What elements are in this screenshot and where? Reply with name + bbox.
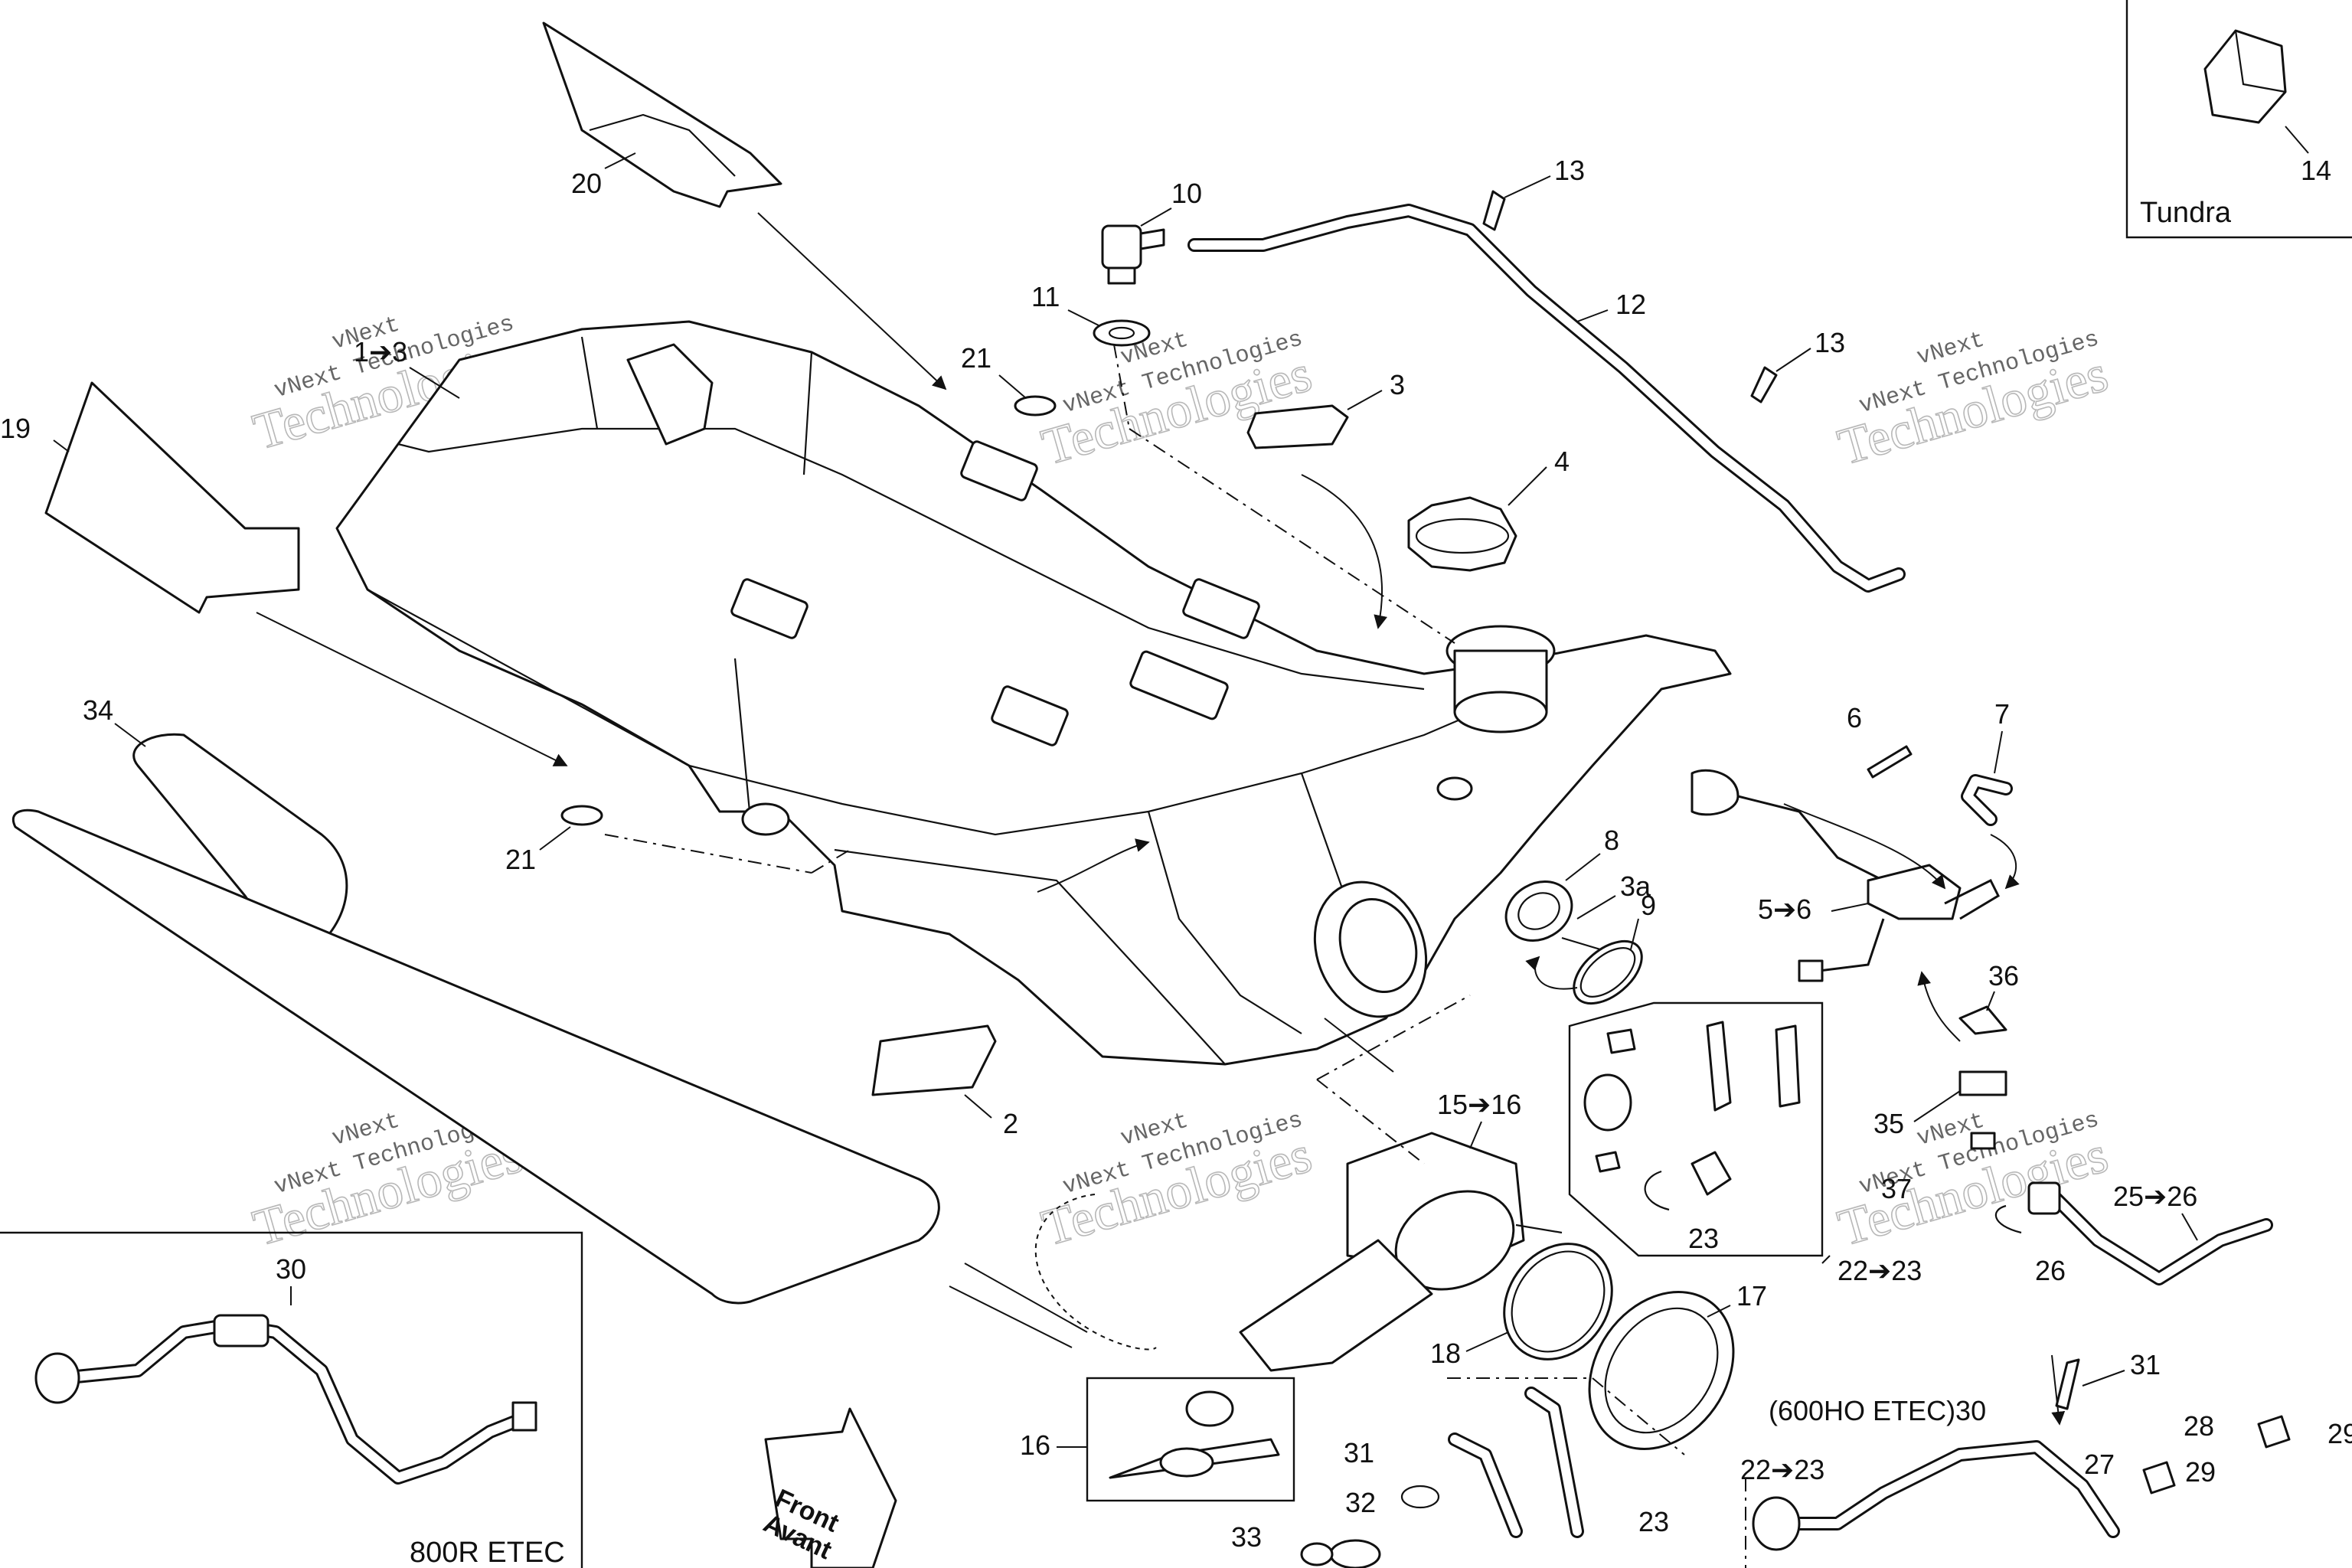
- part-4-fuel-cap: [1407, 496, 1517, 572]
- part-34-pads: [12, 733, 940, 1305]
- callout-30-800r: 30: [276, 1253, 306, 1285]
- front-direction-arrow: Front Avant: [759, 1407, 897, 1568]
- parts-31-33: [1300, 1485, 1440, 1568]
- callout-22-23-bottom: 22➔23: [1740, 1454, 1824, 1485]
- callout-37: 37: [1881, 1173, 1912, 1204]
- fuel-tank: [335, 320, 1732, 1066]
- part-37-plug: [1970, 1132, 1996, 1150]
- part-20-shield: [542, 21, 782, 208]
- part-36-clip: [1958, 1005, 2007, 1035]
- callout-22-23-right: 22➔23: [1838, 1255, 1922, 1286]
- callout-13-right: 13: [1815, 327, 1845, 358]
- callout-18: 18: [1430, 1338, 1461, 1369]
- callout-25-26: 25➔26: [2113, 1181, 2197, 1212]
- callout-36: 36: [1988, 960, 2019, 991]
- callout-23-bottom: 23: [1638, 1506, 1669, 1537]
- callout-3a: 3a: [1620, 871, 1651, 902]
- callout-10: 10: [1171, 178, 1202, 209]
- part-15-fuel-pump: [1239, 1132, 1563, 1372]
- part-35-bracket: [1958, 1070, 2007, 1096]
- callout-29: 29: [2185, 1456, 2216, 1488]
- part-8-fitting: [1504, 880, 1602, 965]
- callout-34: 34: [83, 694, 113, 726]
- callout-35: 35: [1873, 1108, 1904, 1139]
- callout-2: 2: [1003, 1108, 1018, 1139]
- callout-26: 26: [2035, 1255, 2066, 1286]
- callout-12: 12: [1615, 289, 1646, 320]
- callout-20: 20: [571, 168, 602, 199]
- callout-4: 4: [1554, 446, 1570, 477]
- callout-1-3: 1➔3: [354, 336, 407, 368]
- part-5-fuel-sender: [1690, 769, 2000, 982]
- callout-27: 27: [2084, 1449, 2115, 1480]
- part-16-strainer-box: [1086, 1377, 1295, 1502]
- part-2-pad: [871, 1024, 997, 1096]
- callout-8: 8: [1604, 825, 1619, 856]
- callout-13-top: 13: [1554, 155, 1585, 186]
- callout-21-left: 21: [505, 844, 536, 875]
- part-7-hose: [1961, 774, 2013, 826]
- parts-27-28-clamps: [2055, 1358, 2291, 1494]
- callout-3: 3: [1390, 369, 1405, 400]
- inset-title-tundra: Tundra: [2140, 197, 2232, 229]
- part-12-vent-hose: [1187, 204, 1906, 593]
- callout-33: 33: [1231, 1521, 1262, 1553]
- callout-16: 16: [1020, 1429, 1050, 1461]
- tundra-inset: 14 Tundra: [2125, 0, 2352, 239]
- part-21-grommets: [560, 395, 1057, 826]
- part-19-panel: [44, 381, 300, 614]
- callout-600ho-30: (600HO ETEC)30: [1769, 1395, 1986, 1426]
- callout-11: 11: [1031, 281, 1060, 312]
- part-17-lock-ring: [1588, 1291, 1735, 1450]
- inset-title-800r-etec: 800R ETEC: [410, 1537, 565, 1568]
- callout-5-6: 5➔6: [1758, 893, 1811, 925]
- parts-22-23-hoses: [1447, 1377, 1685, 1538]
- callout-19: 19: [0, 413, 31, 444]
- part-30-600ho-hose: [1752, 1440, 2120, 1551]
- parts-22-23-box: [1568, 1001, 1824, 1257]
- part-18-gasket: [1503, 1243, 1613, 1361]
- part-10-valve: [1101, 224, 1165, 285]
- part-6-fuse: [1867, 745, 1913, 779]
- callout-15-16: 15➔16: [1437, 1089, 1521, 1120]
- callout-7: 7: [1994, 698, 2010, 730]
- callout-21-top: 21: [961, 342, 991, 374]
- part-3-pad: [1246, 404, 1349, 449]
- parts-25-26-hose: [2027, 1181, 2273, 1285]
- leader-lines: [53, 152, 2066, 1568]
- part-11-grommet: [1093, 319, 1151, 347]
- callout-28: 28: [2184, 1410, 2214, 1442]
- part-26-clip: [1994, 1204, 2022, 1234]
- part-13-clips: [1482, 190, 1778, 403]
- callout-labels: 1➔3 2 3 3a 4 5➔6 6 7 8 9 10 11 12 13 13 …: [0, 155, 2352, 1553]
- callout-32: 32: [1345, 1487, 1376, 1518]
- callout-29-edge: 29: [2328, 1418, 2352, 1449]
- part-9-oring: [1573, 939, 1643, 1005]
- callout-23-box: 23: [1688, 1223, 1719, 1254]
- etec800-inset: 30 800R ETEC: [0, 1231, 583, 1568]
- callout-14: 14: [2301, 155, 2331, 186]
- callout-9: 9: [1641, 890, 1656, 921]
- callout-6: 6: [1847, 702, 1862, 733]
- callout-31-bottom: 31: [1344, 1437, 1374, 1468]
- callout-17: 17: [1736, 1280, 1767, 1312]
- callout-31-right: 31: [2130, 1349, 2161, 1380]
